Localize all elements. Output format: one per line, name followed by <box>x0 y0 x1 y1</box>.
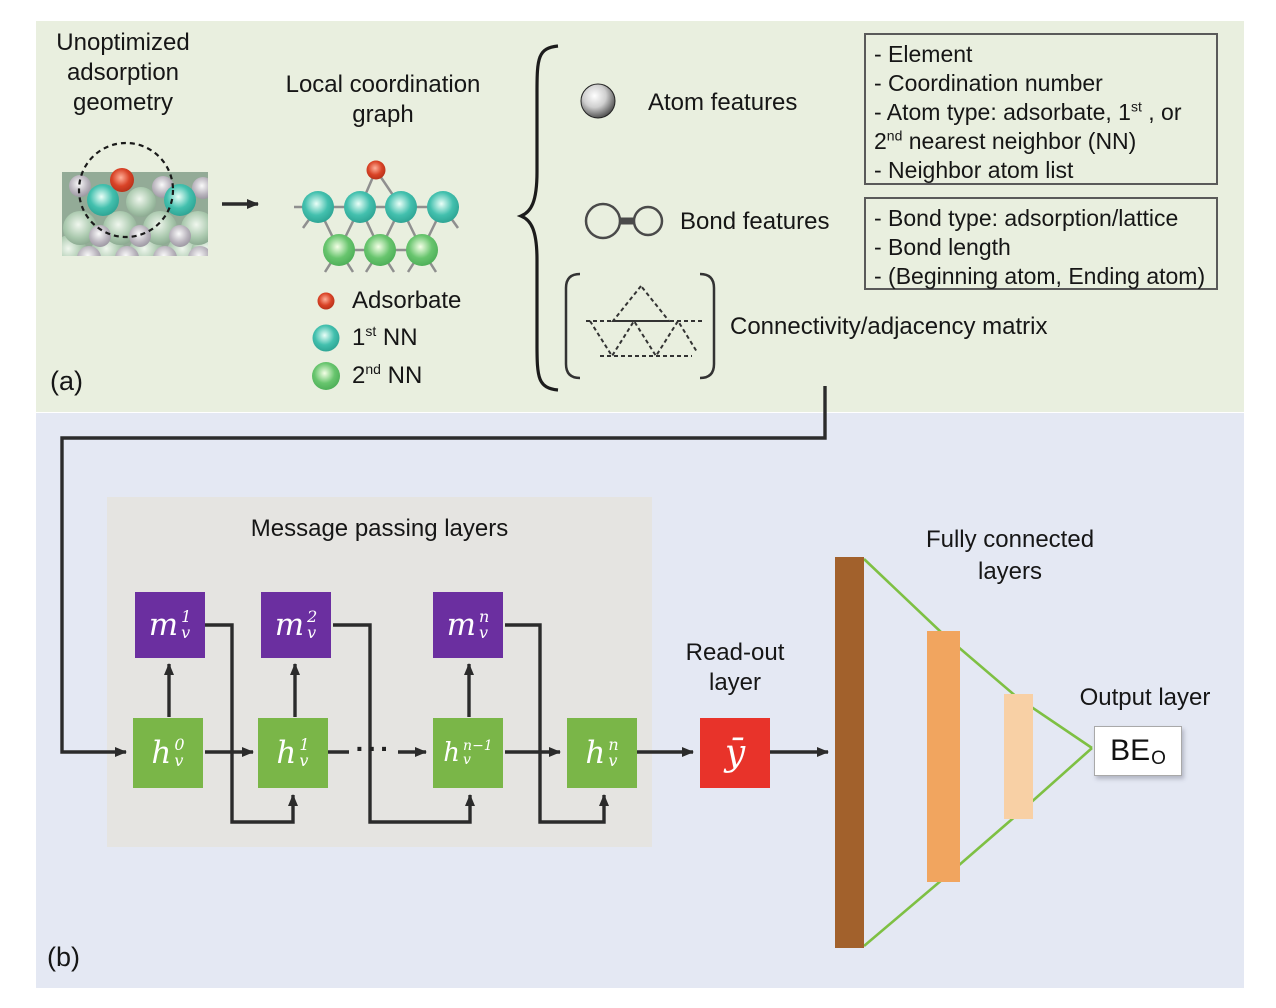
legend-2nn-label: 2nd NN <box>352 361 423 389</box>
fully-connected-label: Fully connected layers <box>925 526 1095 585</box>
bond-feature-item: - Bond length <box>874 234 1011 260</box>
panel-b-label: (b) <box>47 942 80 972</box>
atom-feature-item: - Coordination number <box>874 70 1103 96</box>
graph-legend: Adsorbate 1st NN 2nd NN <box>312 286 542 396</box>
bond-feature-item: - Bond type: adsorption/lattice <box>874 205 1179 231</box>
title-coordination-graph: Local coordination graph <box>285 71 481 128</box>
message-passing-title: Message passing layers <box>250 515 509 542</box>
bond-features-box: - Bond type: adsorption/lattice - Bond l… <box>864 197 1218 290</box>
legend-1nn-label: 1st NN <box>352 323 418 351</box>
bond-feature-item: - (Beginning atom, Ending atom) <box>874 263 1206 289</box>
atom-features-box: - Element - Coordination number - Atom t… <box>864 33 1218 185</box>
readout-layer-label: Read-out layer <box>685 639 785 696</box>
atom-feature-item: 2nd nearest neighbor (NN) <box>874 127 1137 154</box>
atom-features-label: Atom features <box>648 89 798 116</box>
atom-feature-item: - Neighbor atom list <box>874 157 1074 183</box>
title-unoptimized-geometry: Unoptimized adsorption geometry <box>56 29 190 116</box>
readout-box-ybar: ȳ <box>700 718 770 788</box>
legend-adsorbate-label: Adsorbate <box>352 287 462 314</box>
ellipsis-dots: ··· <box>355 733 393 764</box>
bond-features-label: Bond features <box>680 208 830 235</box>
atom-feature-item: - Atom type: adsorbate, 1st , or <box>874 98 1182 125</box>
output-layer-label: Output layer <box>1079 684 1211 711</box>
atom-feature-item: - Element <box>874 41 973 67</box>
panel-a-label: (a) <box>50 366 83 396</box>
connectivity-matrix-label: Connectivity/adjacency matrix <box>730 313 1048 340</box>
message-passing-container <box>107 497 652 847</box>
